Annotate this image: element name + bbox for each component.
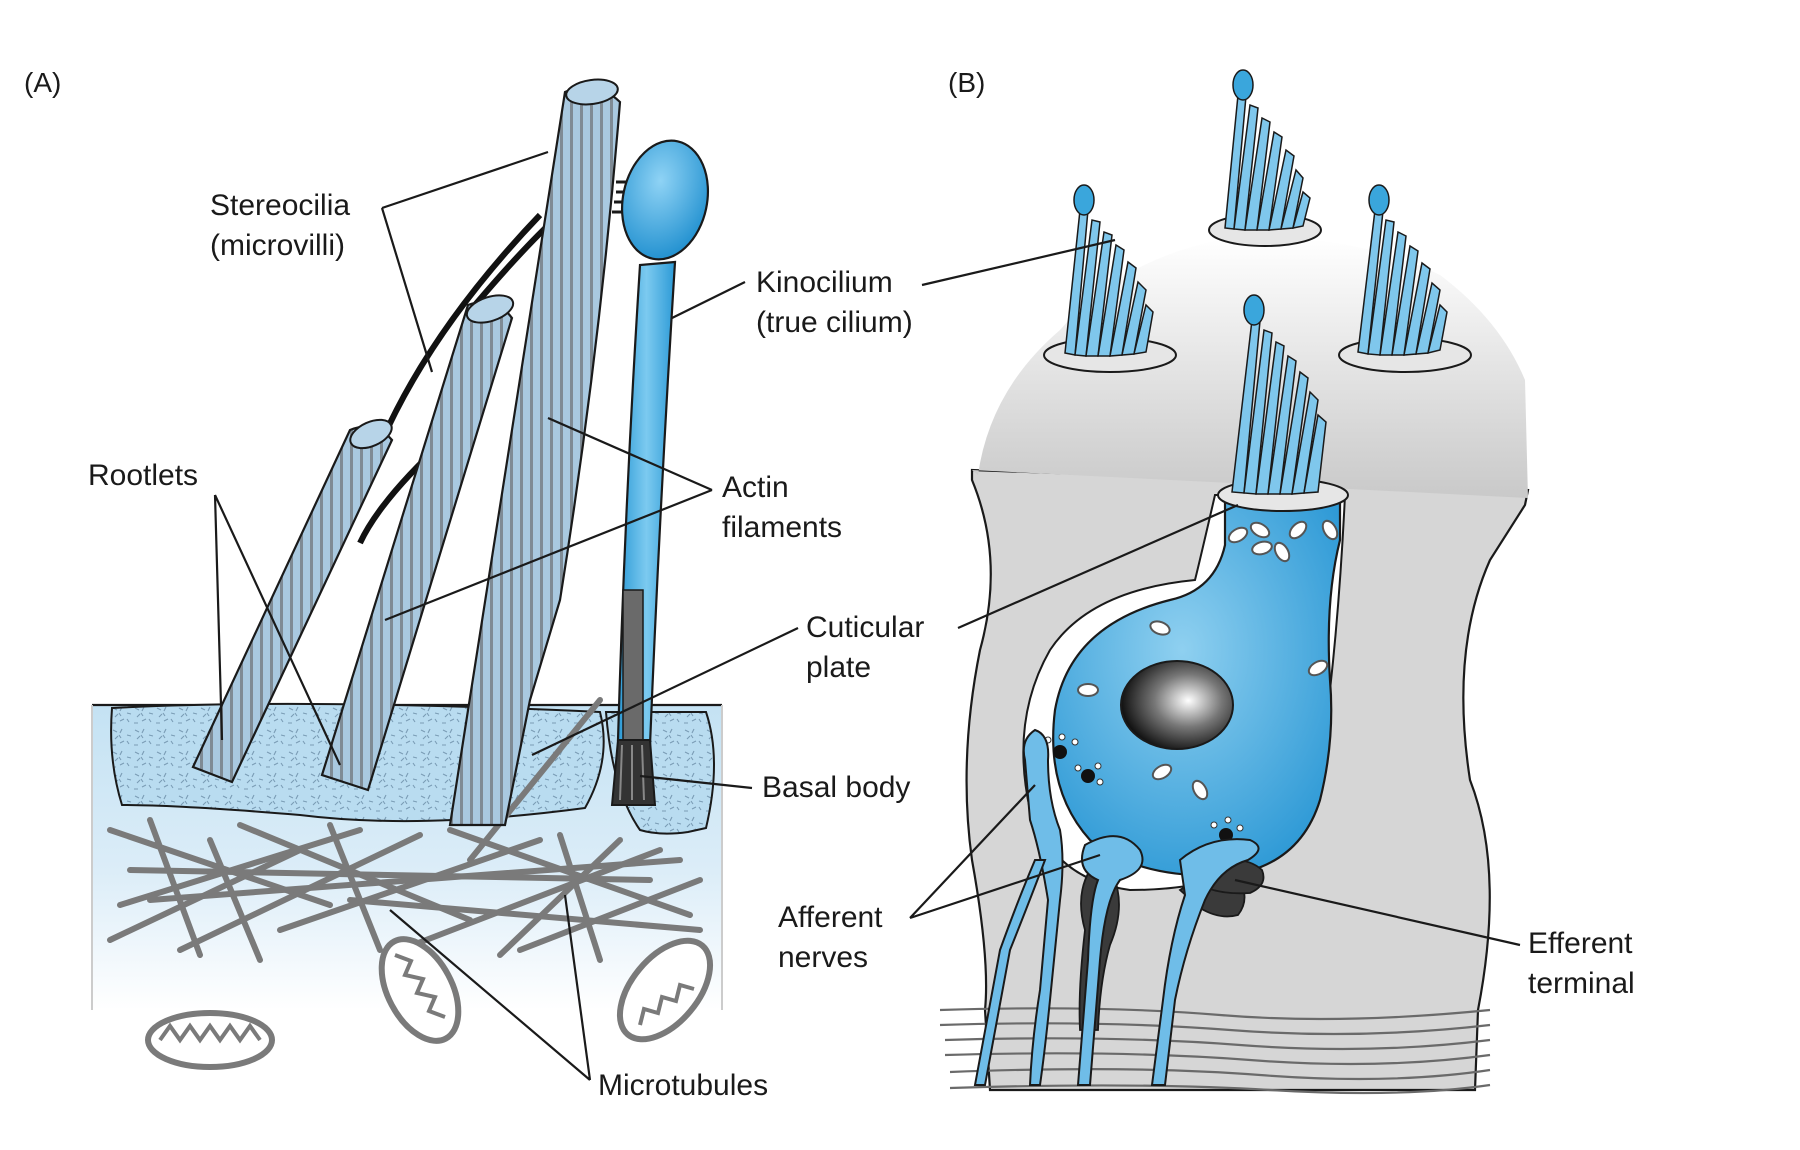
kinocilium-label-line1: Kinocilium xyxy=(756,266,893,299)
kinocilium-label-line2: (true cilium) xyxy=(756,306,913,339)
stereocilia-label-line2: (microvilli) xyxy=(210,229,345,262)
basal-body-label: Basal body xyxy=(762,771,910,804)
stereocilium-short xyxy=(191,418,394,784)
hair-cell-mitochondria xyxy=(1077,519,1339,801)
basal-body xyxy=(610,739,657,806)
microtubule-mesh xyxy=(107,697,703,963)
kinocilium xyxy=(616,139,710,747)
actin-label-line1: Actin xyxy=(722,471,789,504)
rootlets-leader xyxy=(213,494,341,766)
mitochondrion-3 xyxy=(616,937,714,1043)
afferent-leader xyxy=(909,784,1101,920)
microtubules-leader xyxy=(389,894,592,1081)
cuticular-leader-b xyxy=(957,503,1239,630)
hair-bundle-4 xyxy=(1231,294,1327,495)
efferent-label-line2: terminal xyxy=(1528,967,1635,1000)
efferent-label-line1: Efferent xyxy=(1528,927,1633,960)
efferent-leader xyxy=(1234,878,1521,947)
hair-bundle-1 xyxy=(1043,184,1177,373)
rootlets-label: Rootlets xyxy=(88,459,198,492)
kinocilium-leader xyxy=(671,281,746,319)
kinocilium-leader-b xyxy=(921,238,1116,287)
afferent-label-line1: Afferent xyxy=(778,901,883,934)
actin-leader xyxy=(384,416,713,622)
stereocilia-leader xyxy=(380,150,549,373)
mitochondrion-2 xyxy=(378,936,462,1044)
panel-b-label: (B) xyxy=(948,67,985,98)
cuticular-label-line2: plate xyxy=(806,651,871,684)
nucleus xyxy=(1120,660,1234,750)
hair-bundle-3 xyxy=(1338,184,1472,373)
stereocilium-tall xyxy=(448,78,622,827)
microtubules-label: Microtubules xyxy=(598,1069,768,1102)
panel-a: (A) xyxy=(24,67,924,1102)
cuticular-label-line1: Cuticular xyxy=(806,611,924,644)
hair-bundle-2 xyxy=(1208,69,1322,247)
cuticular-leader-a xyxy=(531,627,799,756)
basal-body-leader xyxy=(639,774,753,790)
afferent-nerves xyxy=(973,728,1260,1086)
panel-b: (B) xyxy=(778,67,1635,1095)
stereocilia-label-line1: Stereocilia xyxy=(210,189,350,222)
stereocilium-middle xyxy=(320,294,515,792)
panel-a-label: (A) xyxy=(24,67,61,98)
afferent-label-line2: nerves xyxy=(778,941,868,974)
actin-label-line2: filaments xyxy=(722,511,842,544)
mitochondrion-1 xyxy=(145,1010,275,1070)
